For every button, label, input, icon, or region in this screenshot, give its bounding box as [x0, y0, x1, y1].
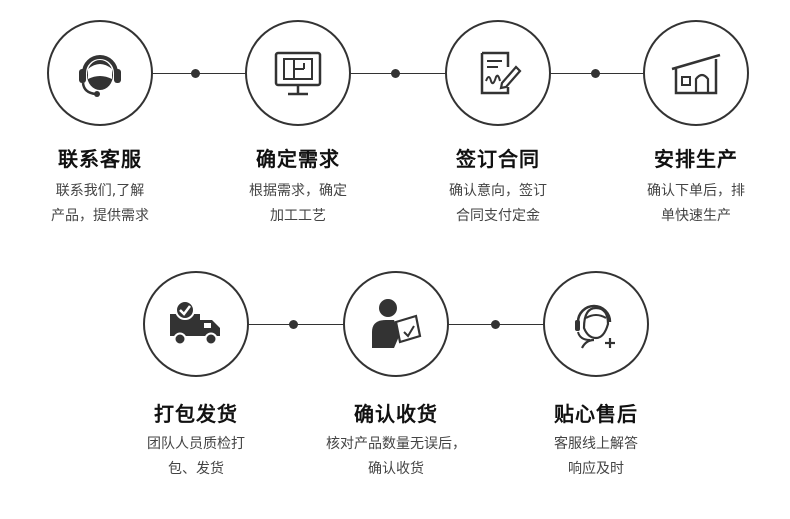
step-6-circle	[343, 271, 449, 377]
step-7-circle	[543, 271, 649, 377]
step-6-desc-line1: 核对产品数量无误后，	[326, 436, 466, 452]
step-2-circle	[245, 20, 351, 126]
step-7-desc-line1: 客服线上解答	[554, 436, 638, 452]
connector-dot	[591, 69, 600, 78]
step-1-desc-line2: 产品，提供需求	[51, 208, 149, 224]
step-5-circle	[143, 271, 249, 377]
step-3-title: 签订合同	[456, 147, 540, 171]
step-7-desc-line2: 响应及时	[568, 461, 624, 477]
factory-icon	[671, 53, 721, 95]
monitor-blueprint-icon	[274, 51, 322, 96]
step-2-desc-line2: 加工工艺	[270, 208, 326, 224]
step-1-desc-line1: 联系我们,了解	[55, 183, 145, 199]
step-3-desc-line2: 合同支付定金	[456, 208, 540, 224]
headset-person-icon	[79, 55, 121, 97]
connector-dot	[391, 69, 400, 78]
step-1-title: 联系客服	[58, 147, 142, 171]
step-2-desc-line1: 根据需求，确定	[249, 183, 347, 199]
step-5-title: 打包发货	[154, 402, 238, 426]
person-checking-icon	[372, 299, 422, 348]
step-5-desc-line2: 包、发货	[168, 461, 224, 477]
step-3-desc-line1: 确认意向，签订	[449, 183, 547, 199]
connector-dot	[289, 320, 298, 329]
step-4-desc-line2: 单快速生产	[661, 208, 731, 224]
contract-sign-icon	[480, 51, 522, 95]
step-6-desc-line2: 确认收货	[368, 461, 424, 477]
step-4-desc-line1: 确认下单后，排	[647, 183, 745, 199]
connector-dot	[191, 69, 200, 78]
step-4-circle	[643, 20, 749, 126]
support-agent-icon	[575, 304, 615, 349]
step-3-circle	[445, 20, 551, 126]
step-2-title: 确定需求	[256, 147, 340, 171]
step-1-circle	[47, 20, 153, 126]
step-5-desc-line1: 团队人员质检打	[147, 436, 245, 452]
step-4-title: 安排生产	[654, 147, 738, 171]
connector-dot	[491, 320, 500, 329]
step-7-title: 贴心售后	[554, 402, 638, 426]
step-6-title: 确认收货	[354, 402, 438, 426]
delivery-truck-icon	[170, 300, 220, 346]
